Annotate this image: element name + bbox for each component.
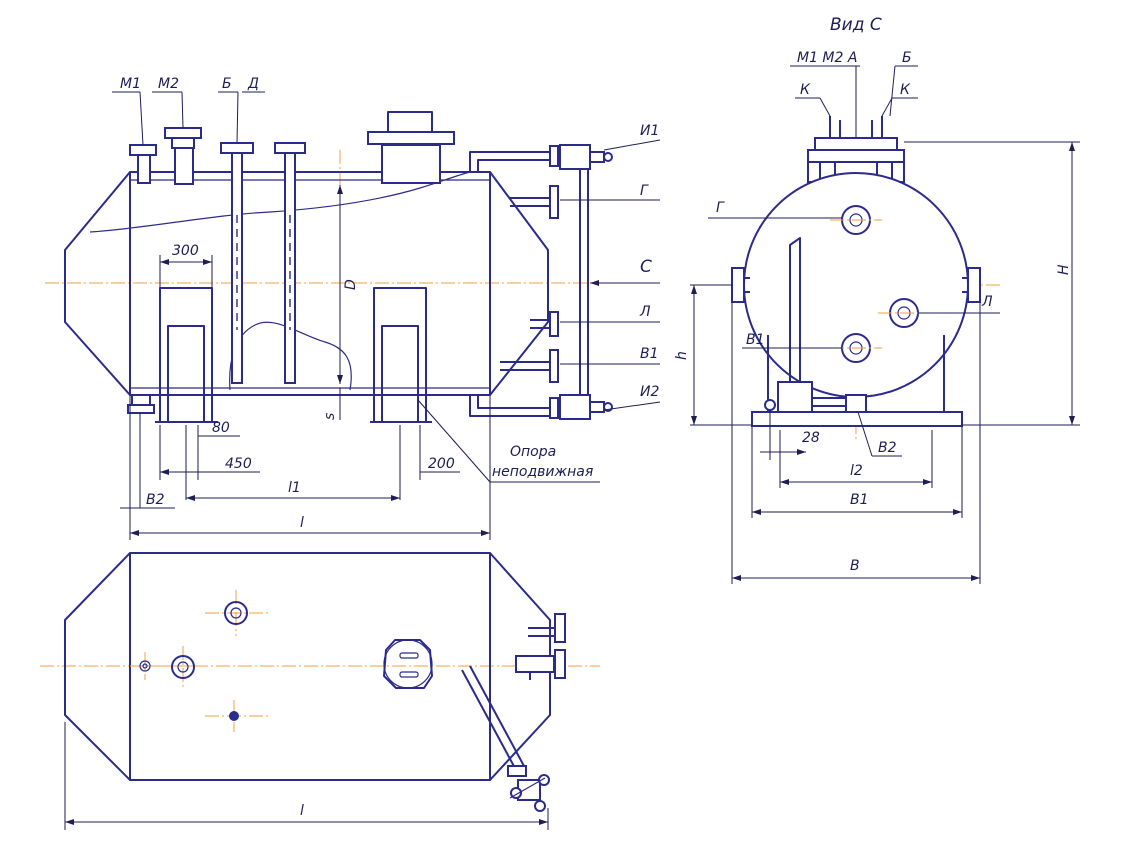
- nozzle-m1: [129, 144, 157, 184]
- plan-view: l: [40, 552, 600, 830]
- dim-450: 450: [225, 456, 252, 472]
- label-m1m2a: М1 М2 А: [797, 50, 857, 66]
- label-i1: И1: [640, 123, 659, 139]
- dim-l1: l1: [288, 480, 301, 496]
- base-plate: [751, 411, 963, 427]
- label-i2: И2: [640, 384, 659, 400]
- label-v2-side: В2: [878, 440, 897, 456]
- dim-B: B: [850, 558, 860, 574]
- label-b-side: Б: [902, 50, 912, 66]
- label-support-1: Опора: [510, 444, 556, 460]
- label-c-arrow: С: [640, 257, 652, 277]
- manhole: [367, 111, 455, 184]
- label-k-right: К: [900, 82, 911, 98]
- label-l-side: Л: [981, 294, 993, 310]
- dim-200: 200: [428, 456, 455, 472]
- label-D: D: [343, 279, 359, 290]
- dim-l2: l2: [850, 463, 863, 479]
- dim-80: 80: [212, 420, 230, 436]
- side-view: Вид С: [674, 15, 1080, 584]
- view-title: Вид С: [830, 15, 882, 35]
- label-h: h: [674, 351, 690, 360]
- support-right: [370, 287, 432, 423]
- dim-28: 28: [802, 430, 820, 446]
- label-s: s: [322, 413, 338, 420]
- label-b: Б: [222, 76, 232, 92]
- label-m2: М2: [158, 76, 179, 92]
- dim-l-plan: l: [300, 803, 304, 819]
- label-l: Л: [639, 304, 651, 320]
- front-view: D s М1 М2 Б Д И1 Г С Л В1 И2 Опора непод…: [45, 76, 661, 540]
- dim-l-main: l: [300, 515, 304, 531]
- label-d: Д: [247, 76, 259, 92]
- dim-300: 300: [172, 243, 199, 259]
- label-v1-side: В1: [746, 332, 765, 348]
- support-left: [155, 287, 218, 423]
- label-support-2: неподвижная: [492, 464, 593, 480]
- label-H: H: [1056, 264, 1072, 275]
- label-g-side: Г: [716, 200, 725, 216]
- label-k-left: К: [800, 82, 811, 98]
- label-v2: В2: [146, 492, 165, 508]
- label-v1: В1: [640, 346, 659, 362]
- nozzle-d: [274, 142, 306, 384]
- label-g: Г: [640, 183, 649, 199]
- side-piping: [469, 144, 613, 420]
- dim-B1: B1: [850, 492, 869, 508]
- label-m1: М1: [120, 76, 141, 92]
- nozzle-m2: [164, 127, 202, 185]
